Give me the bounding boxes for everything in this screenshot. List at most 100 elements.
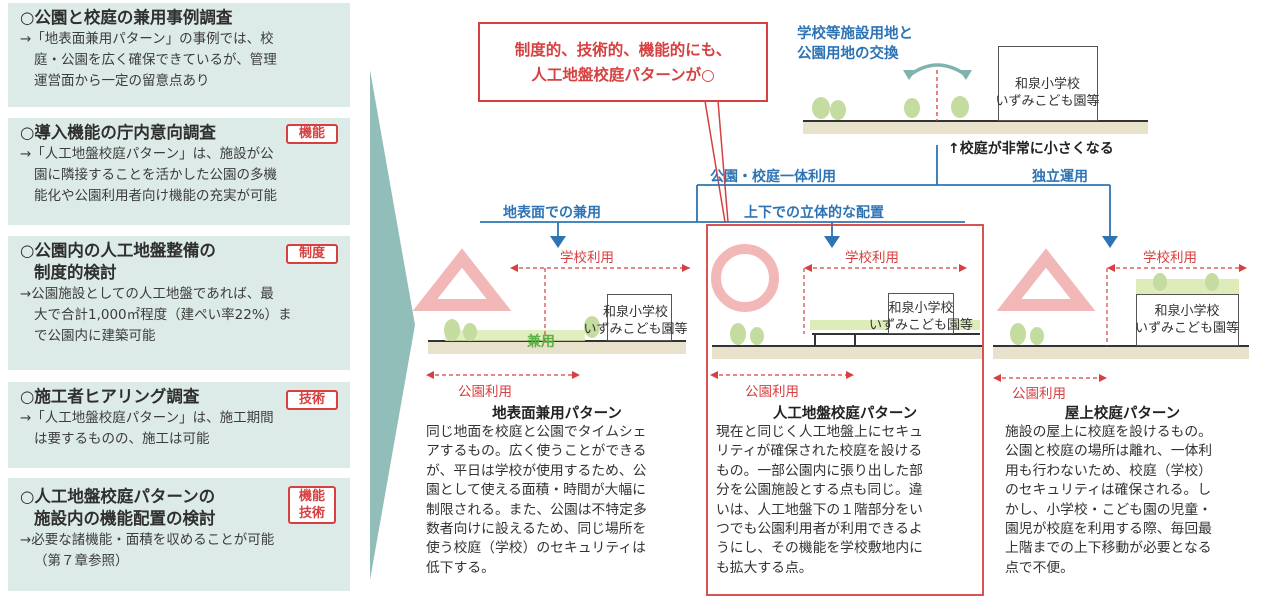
park-use-label: 公園利用 <box>745 384 799 400</box>
finding-line: 園に隣接することを活かした公園の多機 <box>34 167 277 183</box>
desc-line: も拡大する点。 <box>716 559 813 576</box>
callout-line-1: 制度的、技術的、機能的にも、 <box>514 41 732 59</box>
conclusion-callout: 制度的、技術的、機能的にも、 人工地盤校庭パターンが○ <box>478 22 768 102</box>
school-name-2: いずみこども園等 <box>1134 321 1239 336</box>
desc-line: うにし、その機能を学校敷地内に <box>716 540 923 557</box>
callout-line-2: 人工地盤校庭パターンが○ <box>531 66 715 84</box>
joint-use-label: 公園・校庭一体利用 <box>710 169 836 185</box>
school-building <box>888 293 954 334</box>
desc-line: 低下する。 <box>426 559 495 576</box>
pattern-title: 屋上校庭パターン <box>1064 406 1181 422</box>
desc-line: いは、人工地盤下の１階部分をい <box>716 501 923 518</box>
exchange-arrow <box>908 63 967 77</box>
finding-line: は要するものの、施工は可能 <box>34 431 210 447</box>
finding-box-2: ○導入機能の庁内意向調査 →「人工地盤校庭パターン」は、施設が公 園に隣接するこ… <box>8 118 350 225</box>
desc-line: 園として使える面積・時間が大幅に <box>426 482 646 499</box>
park-use-label: 公園利用 <box>1012 386 1066 402</box>
school-building <box>1136 294 1239 346</box>
shared-use-label: 兼用 <box>527 334 555 350</box>
tag-function: 機能 <box>286 124 338 144</box>
school-name-2: いずみこども園等 <box>583 322 688 337</box>
finding-line: 大で合計1,000㎡程度（建ぺい率22%）ま <box>34 307 292 323</box>
finding-title-2: 制度的検討 <box>34 263 117 282</box>
ground-strip <box>712 345 982 359</box>
school-name-2: いずみこども園等 <box>995 94 1100 109</box>
finding-line: →公園施設としての人工地盤であれば、最 <box>20 286 274 302</box>
finding-line: 運営面から一定の留意点あり <box>34 73 210 89</box>
finding-title: ○導入機能の庁内意向調査 <box>20 123 216 142</box>
chevron-arrow-icon <box>370 70 415 580</box>
tag-line: 技術 <box>298 506 325 521</box>
land-exchange-title: 学校等施設用地と 公園用地の交換 <box>797 24 913 64</box>
school-building <box>998 46 1098 121</box>
tag-line: 機能 <box>298 489 325 504</box>
triangle-mark <box>996 248 1096 311</box>
desc-line: 施設の屋上に校庭を設けるもの。 <box>1005 424 1212 440</box>
surface-label: 地表面での兼用 <box>503 205 601 221</box>
pattern-title: 人工地盤校庭パターン <box>772 406 918 422</box>
school-building <box>607 294 672 341</box>
school-label: 和泉小学校 いずみこども園等 <box>1128 303 1246 337</box>
school-name: 和泉小学校 <box>602 305 668 320</box>
desc-line: 数者向けに設えるため、同じ場所を <box>426 521 647 538</box>
school-name-2: いずみこども園等 <box>868 318 973 333</box>
finding-line: →「地表面兼用パターン」の事例では、校 <box>20 31 274 47</box>
arrow-head <box>903 70 916 80</box>
highlight-frame <box>706 224 984 596</box>
independent-label: 独立運用 <box>1032 169 1088 185</box>
desc-line: 現在と同じく人工地盤上にセキュ <box>716 424 923 440</box>
ground-strip <box>993 345 1249 359</box>
finding-line: →「人工地盤校庭パターン」は、施設が公 <box>20 146 274 162</box>
school-use-label: 学校利用 <box>845 250 899 266</box>
finding-title: ○公園と校庭の兼用事例調査 <box>20 8 233 27</box>
vertical-label: 上下での立体的な配置 <box>744 205 884 221</box>
desc-line: リティが確保された校庭を設ける <box>716 443 923 460</box>
finding-title: ○公園内の人工地盤整備の <box>20 241 216 260</box>
tag-technology: 技術 <box>286 390 338 410</box>
desc-line: 公園と校庭の場所は離れ、一体利 <box>1005 443 1213 460</box>
arrow-down-icon <box>550 236 566 248</box>
ground-strip <box>428 340 686 354</box>
school-label: 和泉小学校 いずみこども園等 <box>583 304 688 338</box>
finding-line: →「人工地盤校庭パターン」は、施工期間 <box>20 410 274 426</box>
desc-line: のセキュリティは確保される。し <box>1005 482 1212 499</box>
finding-line: （第７章参照） <box>34 553 129 569</box>
desc-line: 上階までの上下移動が必要となる <box>1005 540 1212 557</box>
desc-line: が、平日は学校が使用するため、公 <box>426 462 647 479</box>
finding-title: ○施工者ヒアリング調査 <box>20 387 200 406</box>
callout-pointer-line <box>704 100 726 223</box>
triangle-mark <box>412 248 512 311</box>
school-use-label: 学校利用 <box>560 250 614 266</box>
school-label: 和泉小学校 いずみこども園等 <box>865 300 977 334</box>
land-exchange-title-line: 公園用地の交換 <box>797 46 899 62</box>
land-exchange-title-line: 学校等施設用地と <box>797 26 913 42</box>
small-playground-note: ↑校庭が非常に小さくなる <box>948 141 1114 157</box>
finding-line: で公園内に建築可能 <box>34 328 156 344</box>
finding-box-3: ○公園内の人工地盤整備の 制度的検討 →公園施設としての人工地盤であれば、最 大… <box>8 236 350 370</box>
school-name: 和泉小学校 <box>888 301 954 316</box>
desc-line: 用も行わないため、校庭（学校） <box>1005 462 1212 479</box>
desc-line: 使う校庭（学校）のセキュリティは <box>426 540 646 557</box>
pattern-description: 同じ地面を校庭と公園でタイムシェ アするもの。広く使うことができる が、平日は学… <box>426 423 691 578</box>
school-label: 和泉小学校 いずみこども園等 <box>975 76 1120 110</box>
desc-line: 点で不便。 <box>1005 559 1074 576</box>
callout-pointer-line <box>717 100 729 223</box>
park-use-label: 公園利用 <box>458 384 512 400</box>
finding-box-4: ○施工者ヒアリング調査 →「人工地盤校庭パターン」は、施工期間 は要するものの、… <box>8 382 350 468</box>
finding-box-5: ○人工地盤校庭パターンの 施設内の機能配置の検討 →必要な諸機能・面積を収めるこ… <box>8 478 350 591</box>
tag-function-technology: 機能 技術 <box>288 486 336 524</box>
finding-line: →必要な諸機能・面積を収めることが可能 <box>20 532 275 548</box>
tree-icons <box>444 96 1219 345</box>
desc-line: 制限される。また、公園は不特定多 <box>426 501 647 518</box>
desc-line: 園児が校庭を利用する際、毎回最 <box>1005 521 1212 538</box>
circle-mark <box>711 244 779 312</box>
finding-title: ○人工地盤校庭パターンの <box>20 487 216 506</box>
desc-line: かし、小学校・こども園の児童・ <box>1005 501 1212 518</box>
pattern-title: 地表面兼用パターン <box>492 406 622 422</box>
school-name: 和泉小学校 <box>1014 77 1080 92</box>
rooftop-green <box>1136 279 1239 294</box>
school-name: 和泉小学校 <box>1154 304 1220 319</box>
desc-line: 同じ地面を校庭と公園でタイムシェ <box>426 424 647 440</box>
finding-title-2: 施設内の機能配置の検討 <box>34 509 216 528</box>
shared-area <box>445 330 585 341</box>
